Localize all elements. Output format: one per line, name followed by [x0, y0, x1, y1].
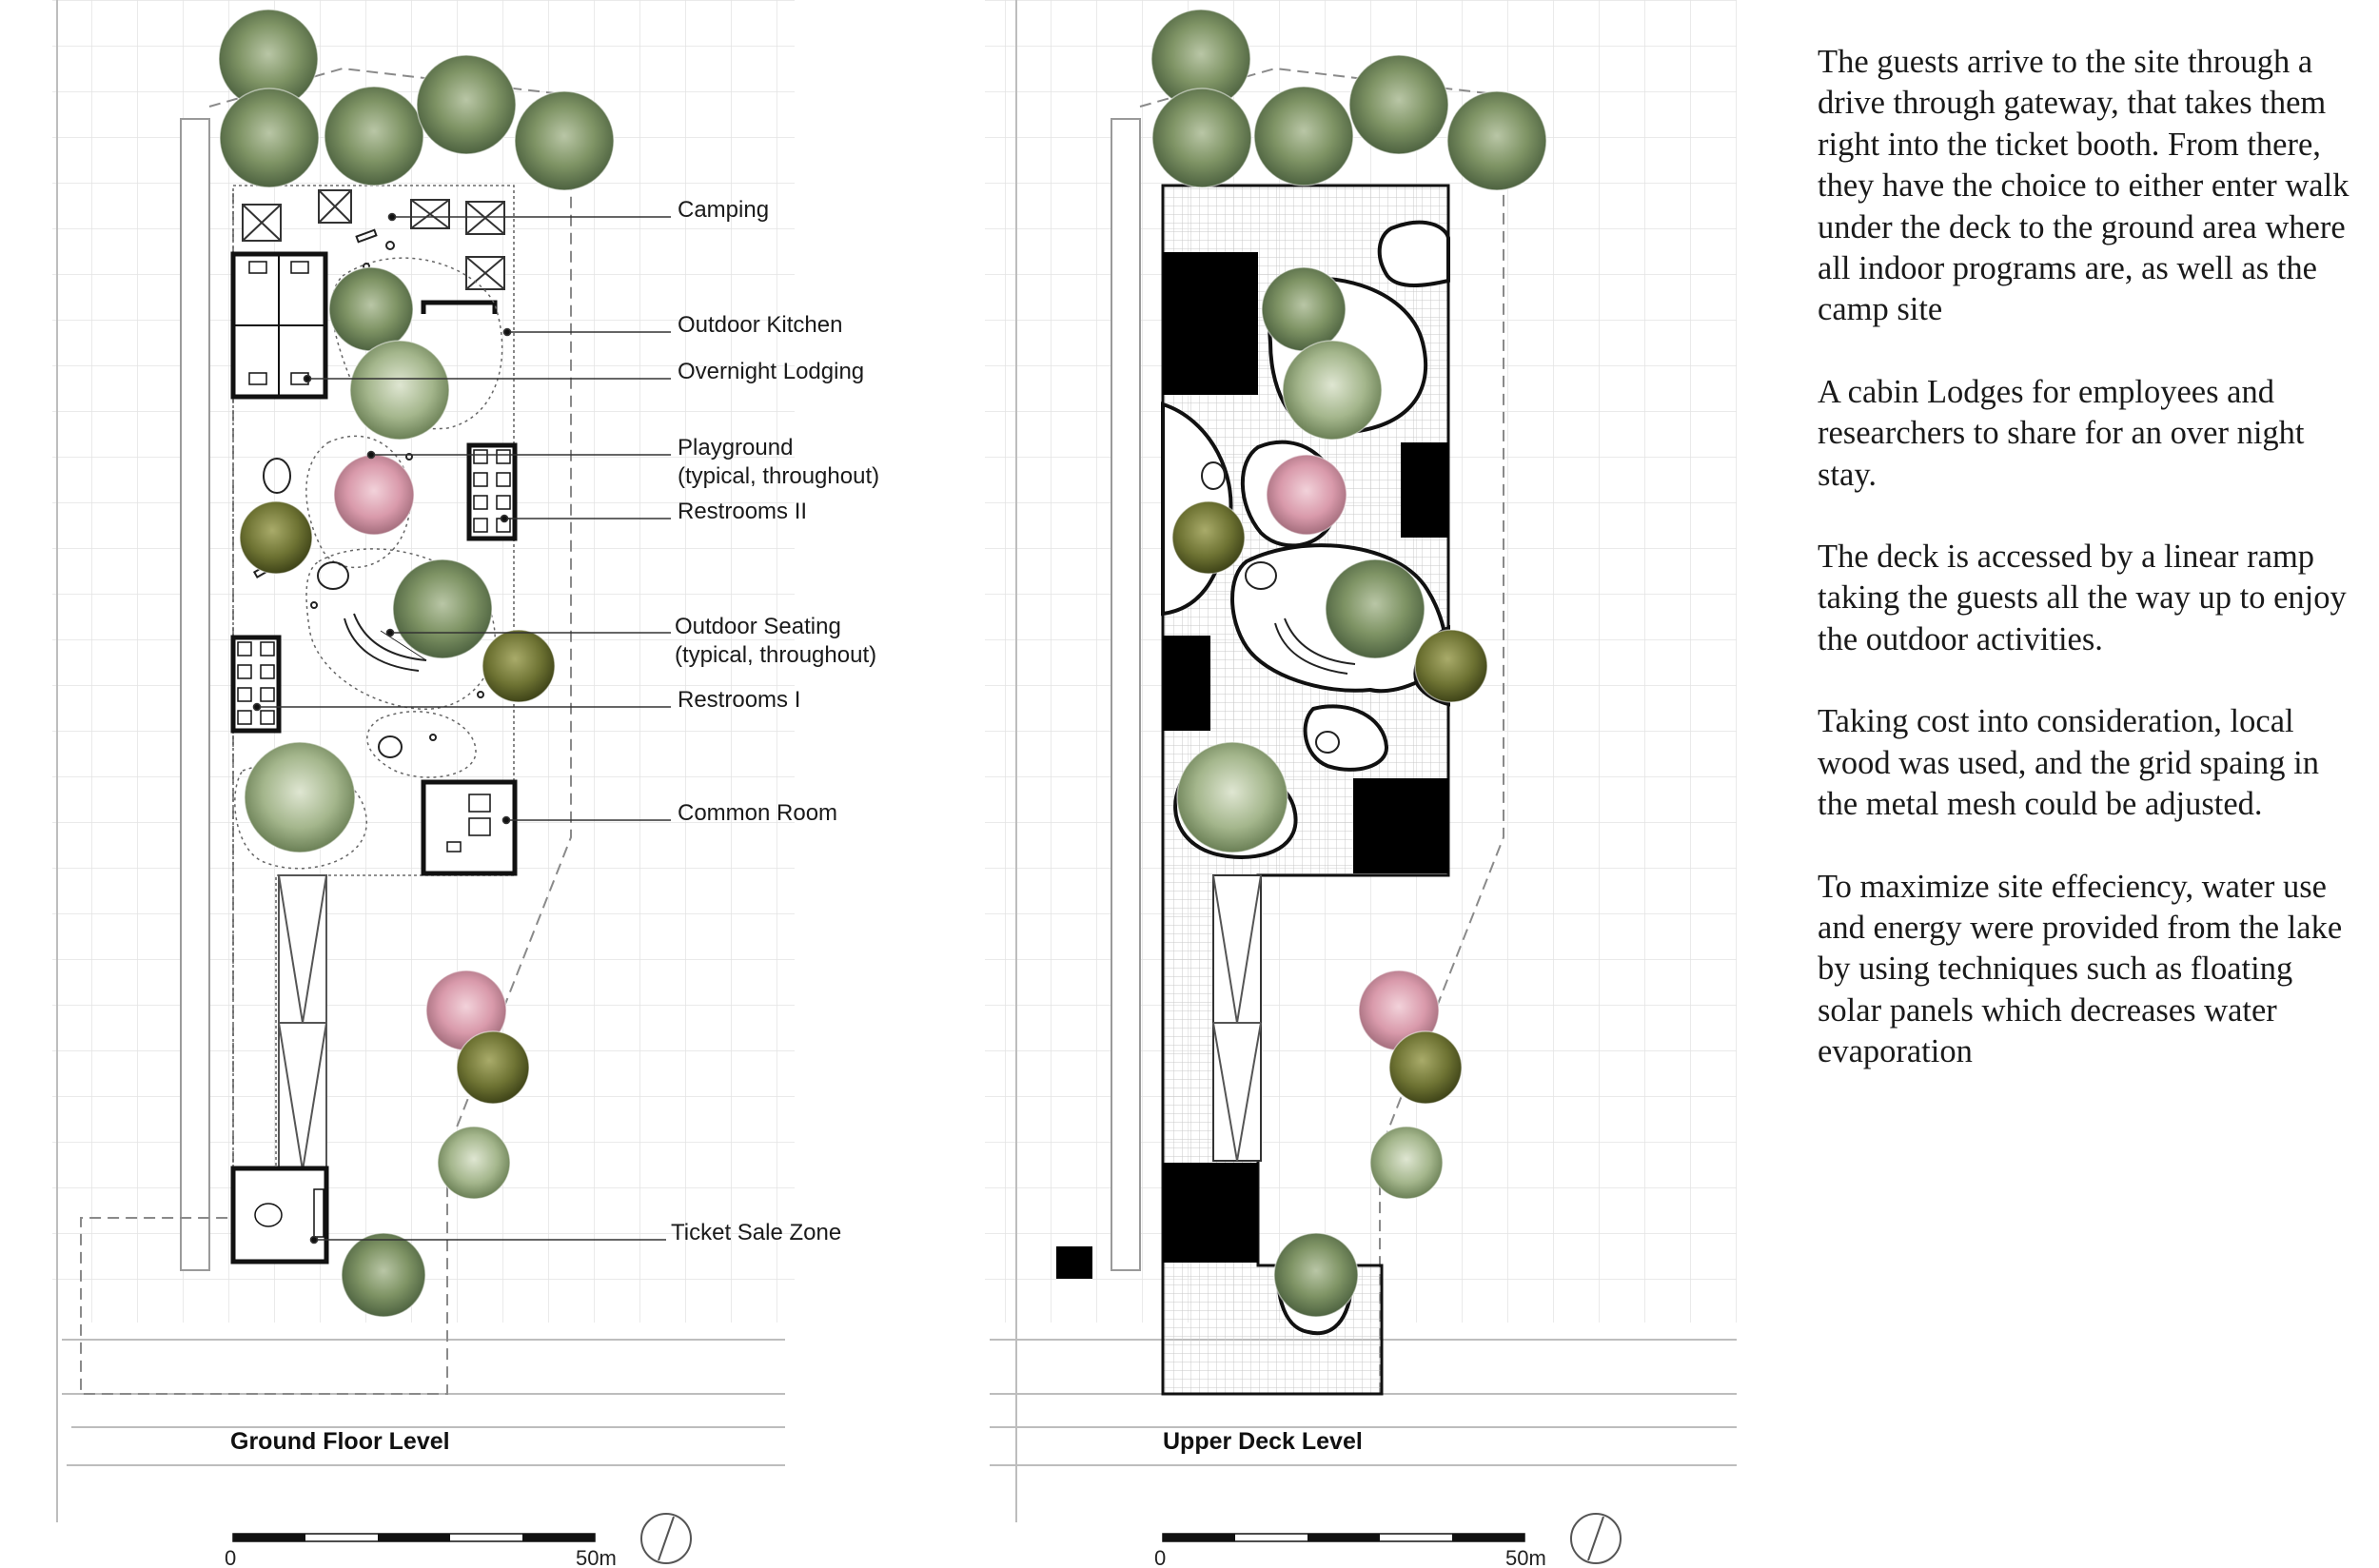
- label-outdoor-seating-note: (typical, throughout): [675, 642, 876, 668]
- tree-canopy: [1151, 88, 1252, 188]
- tree-canopy: [341, 1232, 426, 1318]
- description-paragraph: To maximize site effeciency, water use a…: [1818, 868, 2343, 1070]
- deck-site-boundary: [1139, 67, 1504, 1394]
- ground-seating-elements: [252, 228, 484, 758]
- tree-canopy: [1273, 1232, 1359, 1318]
- description-paragraph: The guests arrive to the site through a …: [1818, 44, 2350, 328]
- label-common-room: Common Room: [678, 800, 837, 826]
- overnight-lodging-building: [230, 251, 328, 400]
- tree-canopy: [244, 741, 356, 853]
- tree-canopy: [324, 86, 424, 186]
- tree-canopy: [1369, 1126, 1444, 1200]
- deck-trees: [1150, 9, 1547, 1318]
- label-ticket-sale-zone: Ticket Sale Zone: [671, 1220, 841, 1245]
- deck-scale-end: 50m: [1505, 1546, 1546, 1568]
- deck-seating-elements: [1201, 461, 1356, 754]
- tree-dark: [1388, 1030, 1463, 1105]
- tree-canopy: [1348, 54, 1449, 155]
- label-playground-note: (typical, throughout): [678, 463, 879, 489]
- tree-dark: [1171, 500, 1246, 575]
- tree-canopy: [219, 88, 320, 188]
- north-arrow-icon: [640, 1513, 692, 1564]
- ground-scale-end: 50m: [576, 1546, 617, 1568]
- tree-canopy: [392, 559, 493, 659]
- restrooms-ii-building: [466, 442, 518, 541]
- description-paragraph: The deck is accessed by a linear ramp ta…: [1818, 539, 2347, 657]
- label-restrooms-ii: Restrooms II: [678, 499, 807, 524]
- ground-scale-start: 0: [225, 1546, 236, 1568]
- tree-canopy: [514, 90, 615, 191]
- tree-canopy: [1261, 266, 1347, 352]
- tree-dark: [239, 500, 313, 575]
- tree-dark: [482, 629, 556, 703]
- label-playground: Playground: [678, 435, 793, 461]
- label-outdoor-kitchen: Outdoor Kitchen: [678, 312, 842, 338]
- upper-deck-plan: Upper Deck Level 0 50m: [985, 0, 1737, 1568]
- ground-site-outline: [232, 185, 515, 1176]
- tree-canopy: [1176, 741, 1288, 853]
- tree-canopy: [437, 1126, 511, 1200]
- ground-scale-bar: 0 50m: [225, 1513, 692, 1568]
- ground-leader-lines: [252, 212, 671, 1245]
- ground-ramp: [278, 874, 327, 1171]
- tree-canopy: [328, 266, 414, 352]
- tree-dark: [1414, 629, 1488, 703]
- label-overnight-lodging: Overnight Lodging: [678, 359, 864, 384]
- tree-canopy: [1446, 90, 1547, 191]
- label-outdoor-seating: Outdoor Seating: [675, 614, 841, 639]
- tree-dark: [456, 1030, 530, 1105]
- tree-pink: [333, 454, 415, 536]
- north-arrow-icon: [1570, 1513, 1622, 1564]
- camping-tents: [242, 189, 505, 290]
- upper-deck-title: Upper Deck Level: [1163, 1428, 1363, 1455]
- tree-canopy: [1325, 559, 1425, 659]
- ground-trees: [218, 9, 615, 1318]
- tree-canopy: [1253, 86, 1354, 186]
- deck-scale-bar: 0 50m: [1154, 1513, 1622, 1568]
- deck-roof-blocks: [1056, 252, 1448, 1279]
- description-paragraph: A cabin Lodges for employees and researc…: [1818, 373, 2305, 493]
- project-description: The guests arrive to the site through a …: [1818, 42, 2350, 1073]
- tree-canopy: [416, 54, 517, 155]
- ticket-booth-building: [230, 1166, 329, 1264]
- restrooms-i-building: [230, 635, 282, 734]
- common-room-building: [421, 779, 518, 876]
- deck-scale-start: 0: [1154, 1546, 1166, 1568]
- tree-canopy: [349, 340, 450, 441]
- label-restrooms-i: Restrooms I: [678, 687, 800, 713]
- deck-road-lines: [990, 0, 1737, 1522]
- outdoor-kitchen-counter: [421, 300, 498, 314]
- deck-drive-lane: [1111, 118, 1141, 1271]
- tree-canopy: [1282, 340, 1383, 441]
- ground-drive-lane: [180, 118, 210, 1271]
- ground-floor-title: Ground Floor Level: [230, 1428, 450, 1455]
- description-paragraph: Taking cost into consideration, local wo…: [1818, 703, 2320, 823]
- ground-floor-plan: Camping Outdoor Kitchen Overnight Lodgin…: [52, 0, 879, 1568]
- tree-pink: [1266, 454, 1347, 536]
- label-camping: Camping: [678, 197, 769, 223]
